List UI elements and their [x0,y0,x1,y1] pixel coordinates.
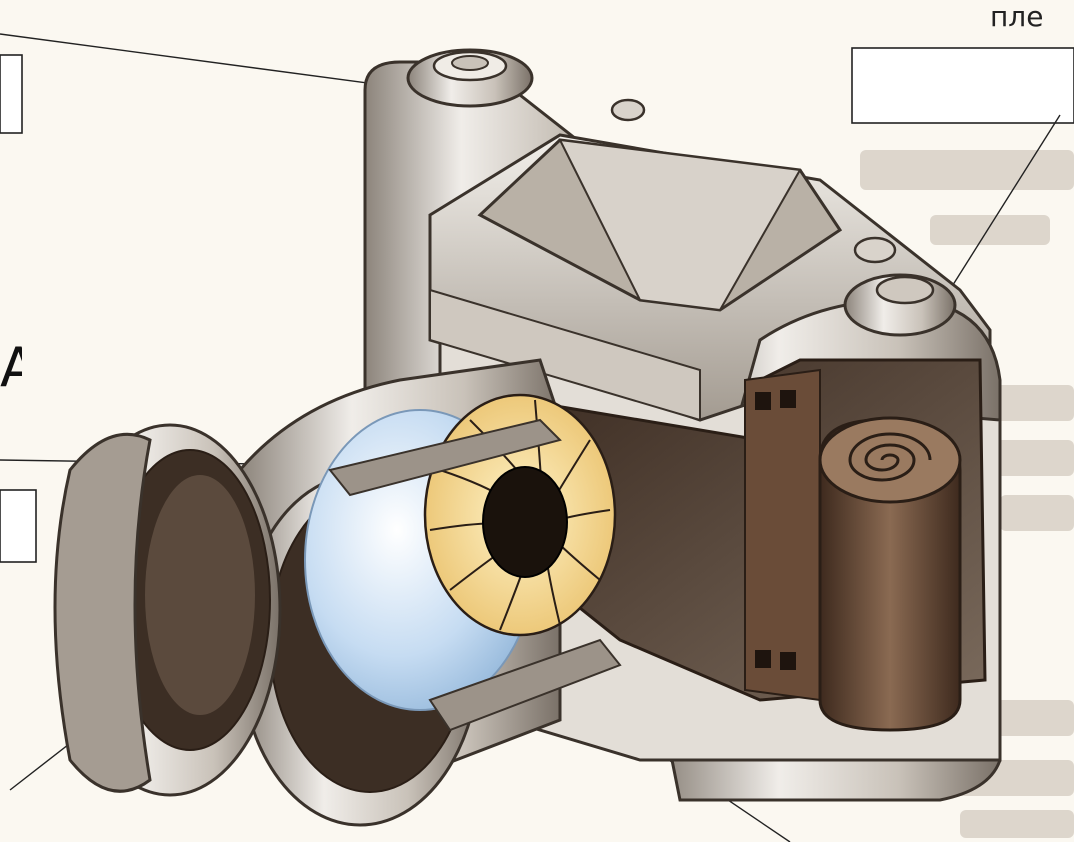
label-box-top-left [0,55,22,133]
label-text-film: пле [990,0,1074,36]
lens-cap-front [55,434,150,791]
side-letter: А [0,338,22,398]
label-box-top-right [852,48,1074,123]
aperture-opening [483,467,567,577]
small-knob-top [612,100,644,120]
small-knob-right [855,238,895,262]
lens-cap-icon [55,425,280,795]
film-roll-icon [745,370,960,730]
label-box-left [0,490,36,562]
